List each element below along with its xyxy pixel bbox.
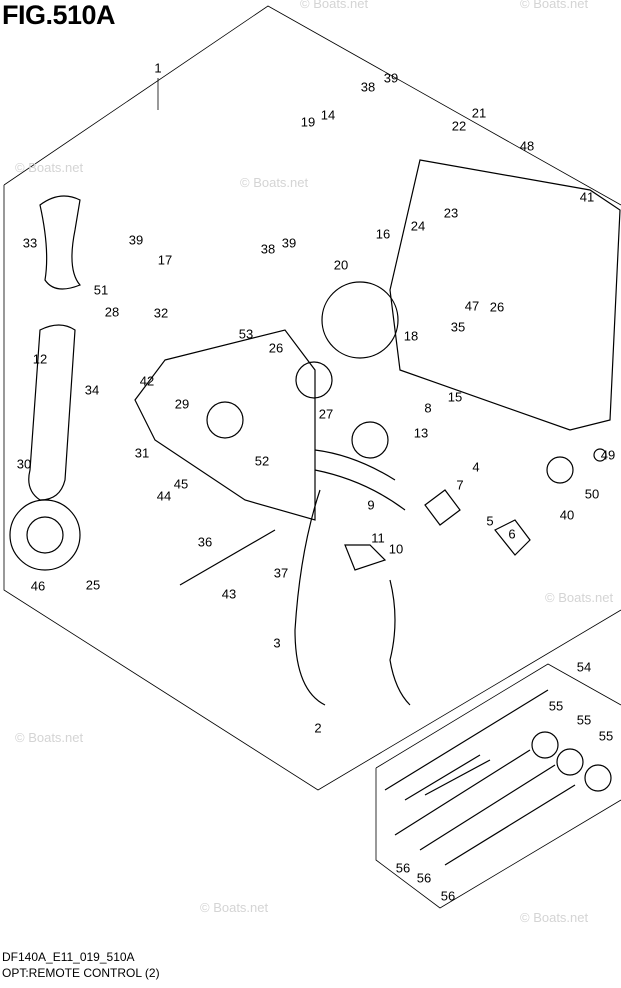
part-label: 18 bbox=[403, 328, 419, 344]
part-label: 25 bbox=[85, 577, 101, 593]
part-label: 26 bbox=[268, 340, 284, 356]
cam-plate bbox=[321, 281, 399, 359]
part-label: 41 bbox=[579, 189, 595, 205]
part-label: 50 bbox=[584, 486, 600, 502]
part-label: 43 bbox=[221, 586, 237, 602]
key-switch bbox=[424, 489, 461, 526]
part-label: 39 bbox=[383, 70, 399, 86]
part-label: 23 bbox=[443, 205, 459, 221]
part-label: 2 bbox=[314, 720, 322, 736]
part-label: 24 bbox=[410, 218, 426, 234]
part-label: 47 bbox=[464, 298, 480, 314]
watermark: © Boats.net bbox=[545, 590, 614, 605]
part-label: 40 bbox=[559, 507, 575, 523]
part-label: 53 bbox=[238, 326, 254, 342]
part-label: 13 bbox=[413, 425, 429, 441]
part-label: 39 bbox=[128, 232, 144, 248]
watermark: © Boats.net bbox=[520, 0, 589, 11]
assembly-frame bbox=[3, 5, 621, 206]
part-label: 48 bbox=[519, 138, 535, 154]
part-label: 21 bbox=[471, 105, 487, 121]
part-label: 30 bbox=[16, 456, 32, 472]
part-label: 55 bbox=[548, 698, 564, 714]
part-label: 51 bbox=[93, 282, 109, 298]
handle-grip bbox=[39, 195, 82, 290]
watermark: © Boats.net bbox=[240, 175, 309, 190]
part-label: 39 bbox=[281, 235, 297, 251]
part-label: 11 bbox=[371, 530, 385, 546]
part-label: 7 bbox=[456, 477, 464, 493]
part-label: 19 bbox=[300, 114, 316, 130]
part-label: 55 bbox=[576, 712, 592, 728]
part-label: 37 bbox=[273, 565, 289, 581]
part-label: 49 bbox=[600, 447, 616, 463]
part-label: 6 bbox=[508, 526, 516, 542]
part-label: 42 bbox=[139, 373, 155, 389]
part-label: 3 bbox=[273, 635, 281, 651]
part-label: 35 bbox=[450, 319, 466, 335]
figure-code: DF140A_E11_019_510A bbox=[2, 950, 135, 964]
part-label: 44 bbox=[156, 488, 172, 504]
part-label: 14 bbox=[320, 107, 336, 123]
part-label: 55 bbox=[598, 728, 614, 744]
part-label: 52 bbox=[254, 453, 270, 469]
part-label: 38 bbox=[260, 241, 276, 257]
watermark: © Boats.net bbox=[300, 0, 369, 11]
part-label: 20 bbox=[333, 257, 349, 273]
part-label: 56 bbox=[440, 888, 456, 904]
part-label: 15 bbox=[447, 389, 463, 405]
part-label: 9 bbox=[367, 497, 375, 513]
part-label: 4 bbox=[472, 459, 480, 475]
watermark: © Boats.net bbox=[200, 900, 269, 915]
part-label: 26 bbox=[489, 299, 505, 315]
part-label: 38 bbox=[360, 79, 376, 95]
part-label: 56 bbox=[395, 860, 411, 876]
part-label: 27 bbox=[318, 406, 334, 422]
part-label: 54 bbox=[576, 659, 592, 675]
part-label: 16 bbox=[375, 226, 391, 242]
watermark: © Boats.net bbox=[15, 730, 84, 745]
part-label: 28 bbox=[104, 304, 120, 320]
part-label: 22 bbox=[451, 118, 467, 134]
part-label: 29 bbox=[174, 396, 190, 412]
part-label: 33 bbox=[22, 235, 38, 251]
watermark: © Boats.net bbox=[15, 160, 84, 175]
side-cover bbox=[389, 159, 621, 431]
watermark: © Boats.net bbox=[520, 910, 589, 925]
part-label: 12 bbox=[32, 351, 48, 367]
part-label: 1 bbox=[154, 60, 162, 76]
part-label: 34 bbox=[84, 382, 100, 398]
assembly-frame-lower bbox=[3, 185, 621, 791]
part-label: 46 bbox=[30, 578, 46, 594]
part-label: 31 bbox=[134, 445, 150, 461]
kit-frame-lower bbox=[375, 768, 621, 909]
part-label: 56 bbox=[416, 870, 432, 886]
wire-harness bbox=[294, 449, 406, 706]
lever-hub bbox=[9, 499, 81, 571]
part-label: 10 bbox=[388, 541, 404, 557]
part-label: 8 bbox=[424, 400, 432, 416]
part-label: 36 bbox=[197, 534, 213, 550]
figure-caption: OPT:REMOTE CONTROL (2) bbox=[2, 966, 160, 980]
control-lever bbox=[28, 324, 76, 501]
figure-title: FIG.510A bbox=[2, 0, 116, 30]
part-label: 17 bbox=[157, 252, 173, 268]
lanyard-switch bbox=[344, 544, 387, 571]
part-label: 45 bbox=[173, 476, 189, 492]
part-label: 5 bbox=[486, 513, 494, 529]
control-housing bbox=[134, 329, 316, 521]
part-label: 32 bbox=[153, 305, 169, 321]
kit-frame bbox=[375, 663, 621, 769]
